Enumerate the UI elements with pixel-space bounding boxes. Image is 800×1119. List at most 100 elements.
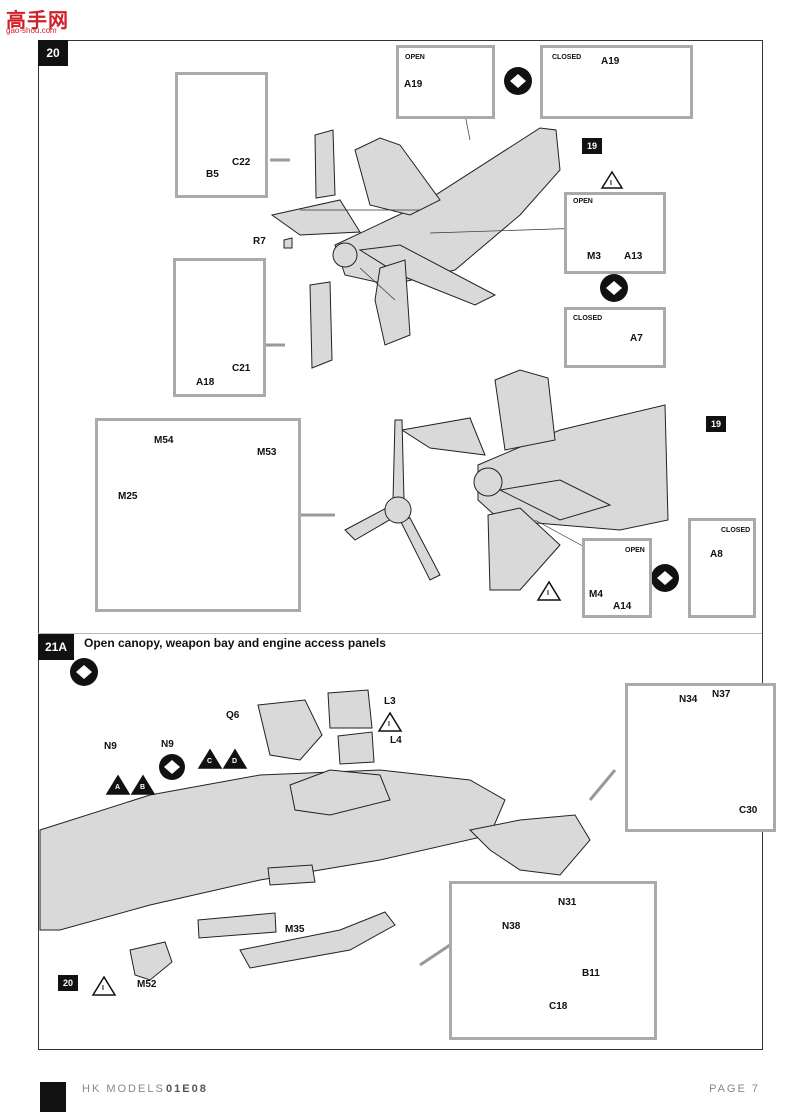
footer-brand: HK MODELS <box>82 1083 165 1095</box>
r7-part <box>283 237 293 249</box>
footer-page: PAGE 7 <box>709 1083 760 1095</box>
watermark-logo: 高手网 gao-shou.com <box>4 4 74 38</box>
prop-blade-1 <box>392 419 405 501</box>
ref-step-19-mid: 19 <box>706 416 726 432</box>
closed-box-mid: CLOSED A7 <box>564 307 666 368</box>
part-m35-block <box>267 864 316 886</box>
triangle-marker-i-1 <box>600 170 624 189</box>
page-frame <box>38 40 763 1050</box>
stabilizer-left-upper <box>270 199 361 236</box>
closed-box-top-state: CLOSED <box>552 54 582 61</box>
fin-lower <box>494 369 556 451</box>
stabilizer-left-lower <box>400 417 486 456</box>
bay-part <box>239 911 396 969</box>
step-21a-badge: 21A <box>38 634 74 660</box>
marker-label-b: B <box>140 784 146 791</box>
part-label-m35: M35 <box>285 924 305 935</box>
open-box-mid: OPEN M3 A13 <box>564 192 666 274</box>
tailcone-upper <box>332 242 358 268</box>
prop-part-label-m54: M54 <box>154 435 174 446</box>
prop-blade-3 <box>399 517 441 581</box>
part-label-m52: M52 <box>137 979 157 990</box>
open-box-top-state: OPEN <box>405 54 425 61</box>
cowl-part-label-n34: N34 <box>679 694 698 705</box>
swap-symbols <box>70 67 679 780</box>
rudder-loose <box>314 129 336 199</box>
rudder-lower-lower <box>487 507 561 591</box>
bay-part-label-n31: N31 <box>558 897 577 908</box>
elevator-box: A18 C21 <box>173 258 266 397</box>
part-label-q6: Q6 <box>226 710 240 721</box>
rudder-part-label-2: C22 <box>232 157 251 168</box>
panel-l3 <box>327 689 373 729</box>
open-box-low-state: OPEN <box>625 547 645 554</box>
triangle-marker-c <box>197 748 223 769</box>
canopy-q6 <box>257 699 323 761</box>
fin-upper <box>354 137 441 216</box>
cockpit-area <box>289 769 391 816</box>
marker-label-a: A <box>115 784 121 791</box>
arrow-bay <box>419 943 451 967</box>
footer-logo <box>40 1082 66 1112</box>
bay-box: N31 N38 B11 C18 <box>449 881 657 1040</box>
marker-label-d-4: D <box>232 758 238 765</box>
closed-box-low-part: A8 <box>710 549 723 560</box>
weapon-door-m35 <box>197 912 277 939</box>
prop-part-label-m53: M53 <box>257 447 277 458</box>
closed-box-mid-state: CLOSED <box>573 315 603 322</box>
cowl-part-label-n37: N37 <box>712 689 731 700</box>
part-label-n9-2: N9 <box>161 739 174 750</box>
footer-code: 01E08 <box>166 1083 208 1095</box>
elevator-part-label-2: C21 <box>232 363 251 374</box>
arrow-cowl <box>588 769 617 801</box>
rudder-box: B5 C22 <box>175 72 268 198</box>
open-box-top: OPEN A19 <box>396 45 495 119</box>
panel-l4 <box>337 731 375 765</box>
ref-step-20-bottom: 20 <box>58 975 78 991</box>
open-box-mid-part-2: A13 <box>624 251 643 262</box>
closed-box-low-state: CLOSED <box>721 527 751 534</box>
marker-label-i-4: I <box>388 721 390 728</box>
triangle-marker-a <box>105 774 131 795</box>
open-box-top-part: A19 <box>404 79 423 90</box>
triangle-marker-i-4 <box>377 711 403 732</box>
ref-step-19-top: 19 <box>582 138 602 154</box>
watermark-brand: 高手网 <box>6 8 69 32</box>
spinner-lower <box>384 496 412 524</box>
triangle-marker-b <box>130 774 156 795</box>
marker-label-i-11: I <box>102 985 104 992</box>
part-label-l3: L3 <box>384 696 396 707</box>
open-box-low: OPEN M4 A14 <box>582 538 652 618</box>
open-box-low-part-1: M4 <box>589 589 603 600</box>
cowl-part-label-c30: C30 <box>739 805 758 816</box>
rudder-part-label-1: B5 <box>206 169 219 180</box>
closed-box-top-part: A19 <box>601 56 620 67</box>
step-20-badge: 20 <box>38 40 68 66</box>
engine-cover <box>468 814 591 876</box>
closed-box-low: CLOSED A8 <box>688 518 756 618</box>
stabilizer-right-lower <box>498 479 612 521</box>
rudder-lower-upper <box>374 259 411 346</box>
bay-part-label-c18: C18 <box>549 1001 568 1012</box>
section-21a-title: Open canopy, weapon bay and engine acces… <box>84 636 386 650</box>
marker-label-i-1: I <box>610 180 612 187</box>
bay-part-label-b11: B11 <box>582 968 600 979</box>
part-label-r7: R7 <box>253 236 266 247</box>
cowl-box: N34 N37 C30 <box>625 683 776 832</box>
elevator-part-label-1: A18 <box>196 377 215 388</box>
closed-box-mid-part: A7 <box>630 333 643 344</box>
propeller-box: M54 M53 M25 <box>95 418 301 612</box>
part-label-n9-1: N9 <box>104 741 117 752</box>
triangle-marker-i-11 <box>91 975 117 996</box>
section-divider <box>38 633 762 634</box>
prop-part-label-m25: M25 <box>118 491 138 502</box>
m52-part <box>129 941 173 981</box>
elevator-loose <box>309 281 333 369</box>
marker-label-i-3: I <box>547 590 549 597</box>
part-label-l4: L4 <box>390 735 402 746</box>
marker-label-c: C <box>207 758 213 765</box>
open-box-low-part-2: A14 <box>613 601 632 612</box>
closed-box-top: CLOSED A19 <box>540 45 693 119</box>
triangle-marker-d-4 <box>222 748 248 769</box>
open-box-mid-state: OPEN <box>573 198 593 205</box>
